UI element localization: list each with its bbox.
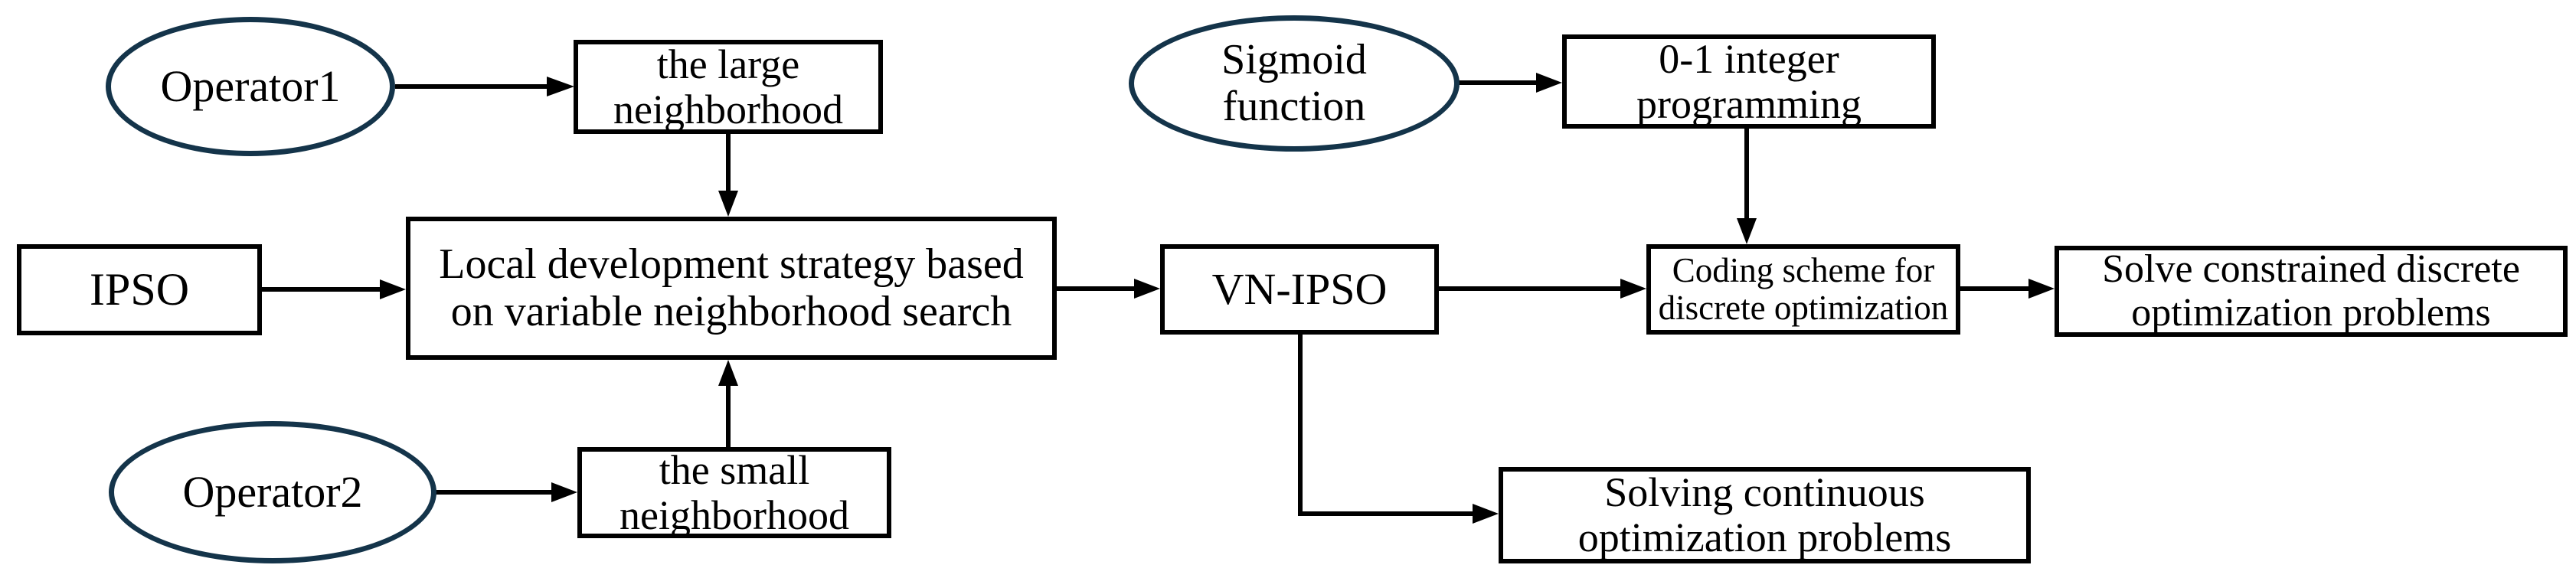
node-operator1-label: Operator1: [160, 61, 341, 112]
node-large-neighborhood: the large neighborhood: [574, 40, 883, 134]
node-operator2: Operator2: [109, 421, 436, 563]
node-local-development-strategy: Local development strategy based on vari…: [406, 217, 1057, 360]
node-solve-constrained-label: Solve constrained discrete optimization …: [2102, 247, 2520, 335]
node-solving-continuous-label: Solving continuous optimization problems: [1577, 469, 1952, 560]
arrow-operator2-to-small-neighborhood: [429, 482, 577, 502]
node-solving-continuous: Solving continuous optimization problems: [1499, 467, 2031, 563]
node-sigmoid-function: Sigmoid function: [1129, 15, 1460, 152]
arrow-integer-programming-to-coding-scheme: [1737, 129, 1757, 244]
node-small-neighborhood: the small neighborhood: [577, 447, 891, 538]
node-small-neighborhood-label: the small neighborhood: [619, 446, 849, 538]
arrow-operator1-to-large-neighborhood: [395, 77, 574, 96]
node-ipso-label: IPSO: [89, 263, 190, 315]
node-vn-ipso: VN-IPSO: [1160, 244, 1439, 335]
arrow-coding-scheme-to-solve-constrained: [1960, 279, 2055, 299]
node-vn-ipso-label: VN-IPSO: [1211, 264, 1388, 315]
arrow-large-neighborhood-to-local-strategy: [718, 134, 738, 217]
node-ipso: IPSO: [17, 244, 262, 335]
node-coding-scheme-label: Coding scheme for discrete optimization: [1658, 250, 1949, 327]
node-large-neighborhood-label: the large neighborhood: [613, 41, 843, 132]
arrow-sigmoid-to-integer-programming: [1453, 73, 1562, 93]
node-coding-scheme: Coding scheme for discrete optimization: [1646, 244, 1960, 335]
arrow-ipso-to-local-strategy: [262, 279, 406, 299]
node-solve-constrained: Solve constrained discrete optimization …: [2055, 246, 2568, 337]
node-operator2-label: Operator2: [182, 467, 363, 518]
arrow-small-neighborhood-to-local-strategy: [718, 360, 738, 447]
node-local-development-strategy-label: Local development strategy based on vari…: [439, 240, 1024, 335]
node-sigmoid-function-label: Sigmoid function: [1221, 35, 1367, 130]
arrow-vn-ipso-to-coding-scheme: [1439, 279, 1646, 299]
node-zero-one-integer-programming-label: 0-1 integer programming: [1636, 35, 1862, 127]
arrow-local-strategy-to-vn-ipso: [1057, 279, 1160, 299]
arrow-vn-ipso-to-solving-continuous: [1298, 335, 1499, 524]
node-zero-one-integer-programming: 0-1 integer programming: [1562, 34, 1936, 129]
node-operator1: Operator1: [106, 17, 395, 156]
